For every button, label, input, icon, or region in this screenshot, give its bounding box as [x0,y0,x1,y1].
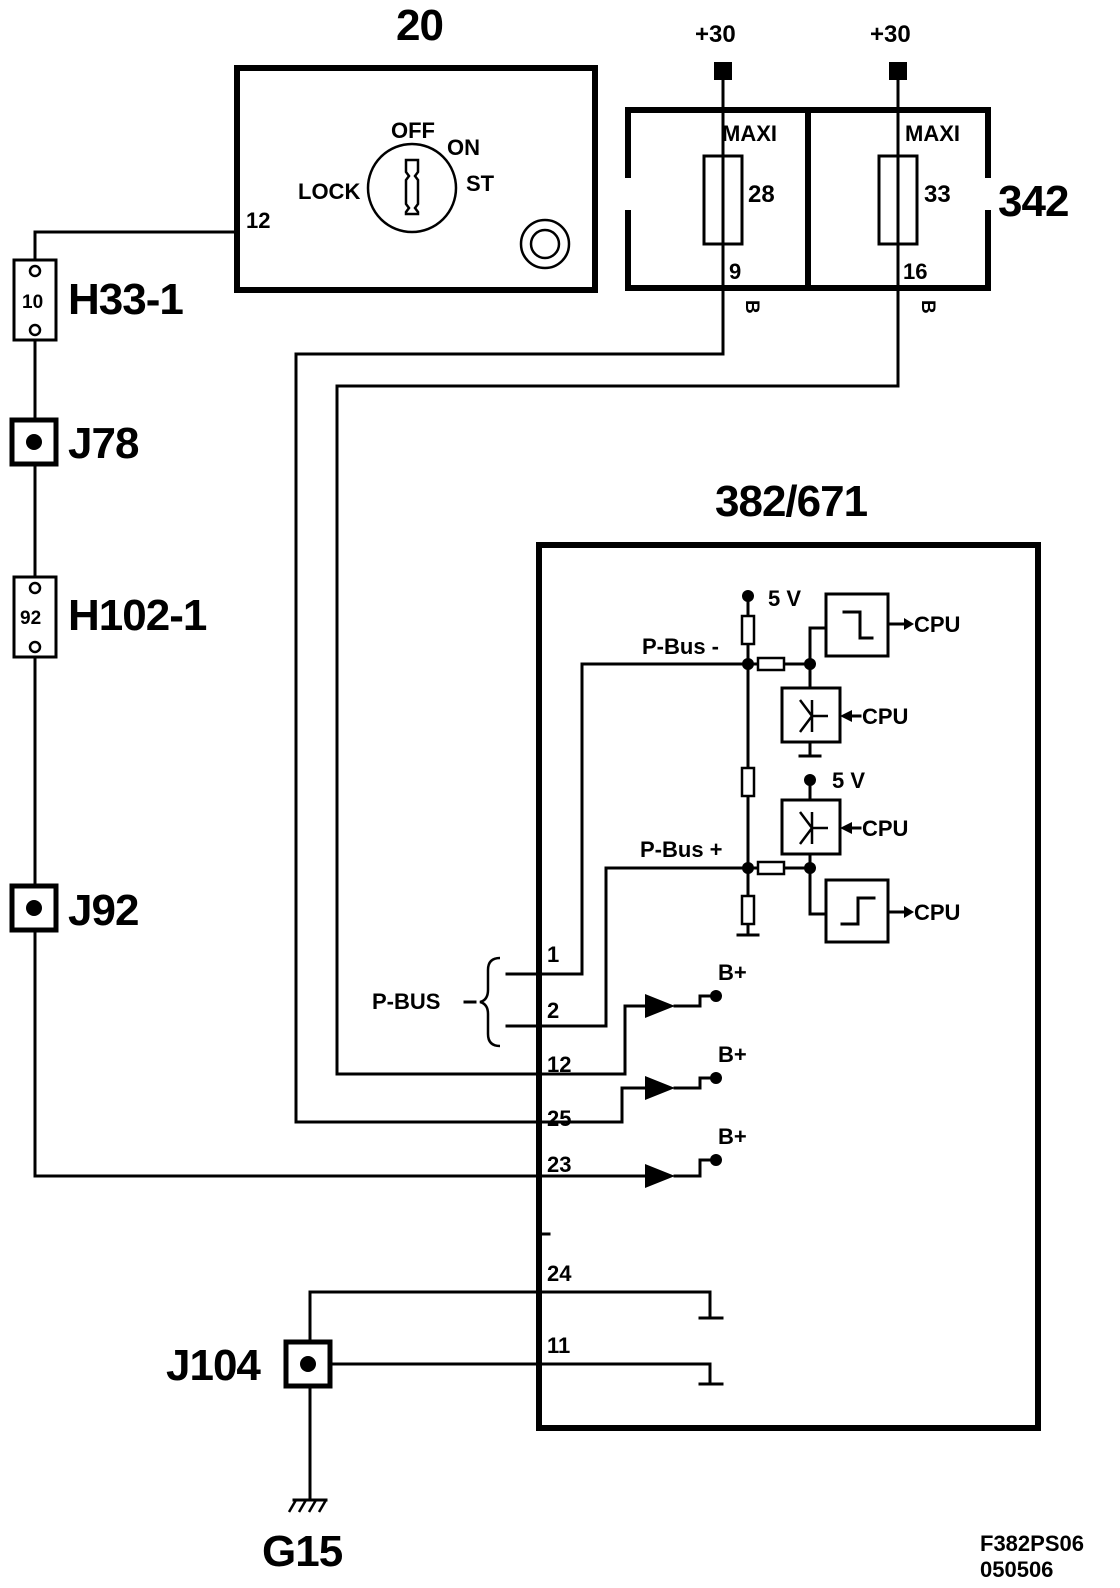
driver-plus: 5 V CPU [780,768,908,870]
ignition-switch-id: 20 [396,1,443,50]
b-plus-label-1: B+ [718,960,747,985]
switch-position-lock: LOCK [298,179,360,204]
g15-label: G15 [262,1527,343,1576]
resistor-icon [740,894,756,926]
illumination-ring-icon [519,218,571,270]
buffer-icon [645,1164,675,1188]
left-connector-chain: 10 H33-1 J78 92 H102-1 J92 [9,230,239,1178]
b-plus-label-2: B+ [718,1042,747,1067]
fuse-28-wire-color: B [741,300,762,314]
switch-position-off: OFF [391,118,435,143]
supply-5v-label-top: 5 V [768,586,801,611]
fuse-box-id: 342 [998,177,1068,226]
diagram-code: F382PS06 [980,1531,1084,1556]
module-pin-11: 11 [547,1333,570,1358]
resistor-icon [756,860,786,876]
j78-label: J78 [68,419,139,468]
ground-connector-j104: J104 G15 [166,1290,344,1576]
fuse-33-number: 33 [924,181,951,208]
input-buffer-pin-12: B+ [645,960,747,1018]
falling-edge-icon [842,610,874,640]
resistor-icon [740,766,756,798]
p-bus-bracket [479,956,501,1048]
chassis-ground-icon [287,1498,328,1513]
key-cylinder-icon [366,142,458,234]
supply-terminal-icon [714,62,732,80]
connector-j92: J92 [9,883,139,935]
fuse-28-supply: +30 [695,21,736,48]
supply-terminal-icon [889,62,907,80]
control-module: 382/671 1 2 12 25 23 24 11 P-BUS P-Bus -… [308,477,1041,1431]
cpu-label-1: CPU [914,612,960,637]
transistor-icon [799,811,828,845]
module-pin-24: 24 [547,1261,572,1286]
input-buffer-pin-25: B+ [645,1042,747,1100]
module-pin-2: 2 [547,998,559,1023]
supply-5v-label-bottom: 5 V [832,768,865,793]
ignition-switch: 20 12 OFF ON ST LOCK [234,1,598,293]
arrow-icon [840,710,852,722]
rising-edge-icon [840,896,876,926]
h33-1-pin: 10 [22,292,43,313]
diagram-date: 050506 [980,1557,1053,1582]
receiver-minus: CPU [808,592,960,666]
arrow-icon [904,906,914,918]
fuse-33-type: MAXI [905,121,960,146]
ignition-pin-12: 12 [246,208,270,233]
h102-1-pin: 92 [20,608,41,629]
fuse-28-pin: 9 [729,259,741,284]
p-bus-label: P-BUS [372,989,440,1014]
routing-wires [33,352,900,1178]
module-pin-23: 23 [547,1152,571,1177]
cpu-label-4: CPU [914,900,960,925]
resistor-icon [740,614,756,646]
connector-h102-1: 92 H102-1 [12,575,208,659]
buffer-icon [645,994,675,1018]
resistor-network: 5 V [736,586,816,937]
arrow-icon [840,822,852,834]
j92-label: J92 [68,886,138,935]
resistor-icon [756,656,786,672]
switch-position-st: ST [466,171,495,196]
connector-j78: J78 [9,417,140,468]
h102-1-label: H102-1 [68,591,207,640]
input-buffer-pin-23: B+ [645,1124,747,1188]
fuse-33-supply: +30 [870,21,911,48]
cpu-label-3: CPU [862,816,908,841]
driver-minus: CPU [780,662,908,758]
module-pin-12: 12 [547,1052,571,1077]
module-pin-25: 25 [547,1106,571,1131]
connector-h33-1: 10 H33-1 [12,258,184,342]
h33-1-label: H33-1 [68,275,183,324]
cpu-label-2: CPU [862,704,908,729]
key-slot-icon [404,158,420,216]
p-bus-minus-label: P-Bus - [642,634,719,659]
transistor-icon [799,699,828,733]
buffer-icon [645,1076,675,1100]
fuse-33-wire-color: B [917,300,938,314]
arrow-icon [904,618,914,630]
fuse-28-number: 28 [748,181,775,208]
switch-position-on: ON [447,135,480,160]
fuse-28-type: MAXI [722,121,777,146]
j104-label: J104 [166,1341,261,1390]
p-bus-plus-label: P-Bus + [640,837,723,862]
fuse-33-pin: 16 [903,259,927,284]
module-pin-1: 1 [547,942,559,967]
receiver-plus: CPU [808,866,960,944]
b-plus-label-3: B+ [718,1124,747,1149]
fuse-box: 342 +30 MAXI 28 9 B +30 MAXI 33 16 B [625,21,1069,388]
control-module-id: 382/671 [715,477,868,526]
